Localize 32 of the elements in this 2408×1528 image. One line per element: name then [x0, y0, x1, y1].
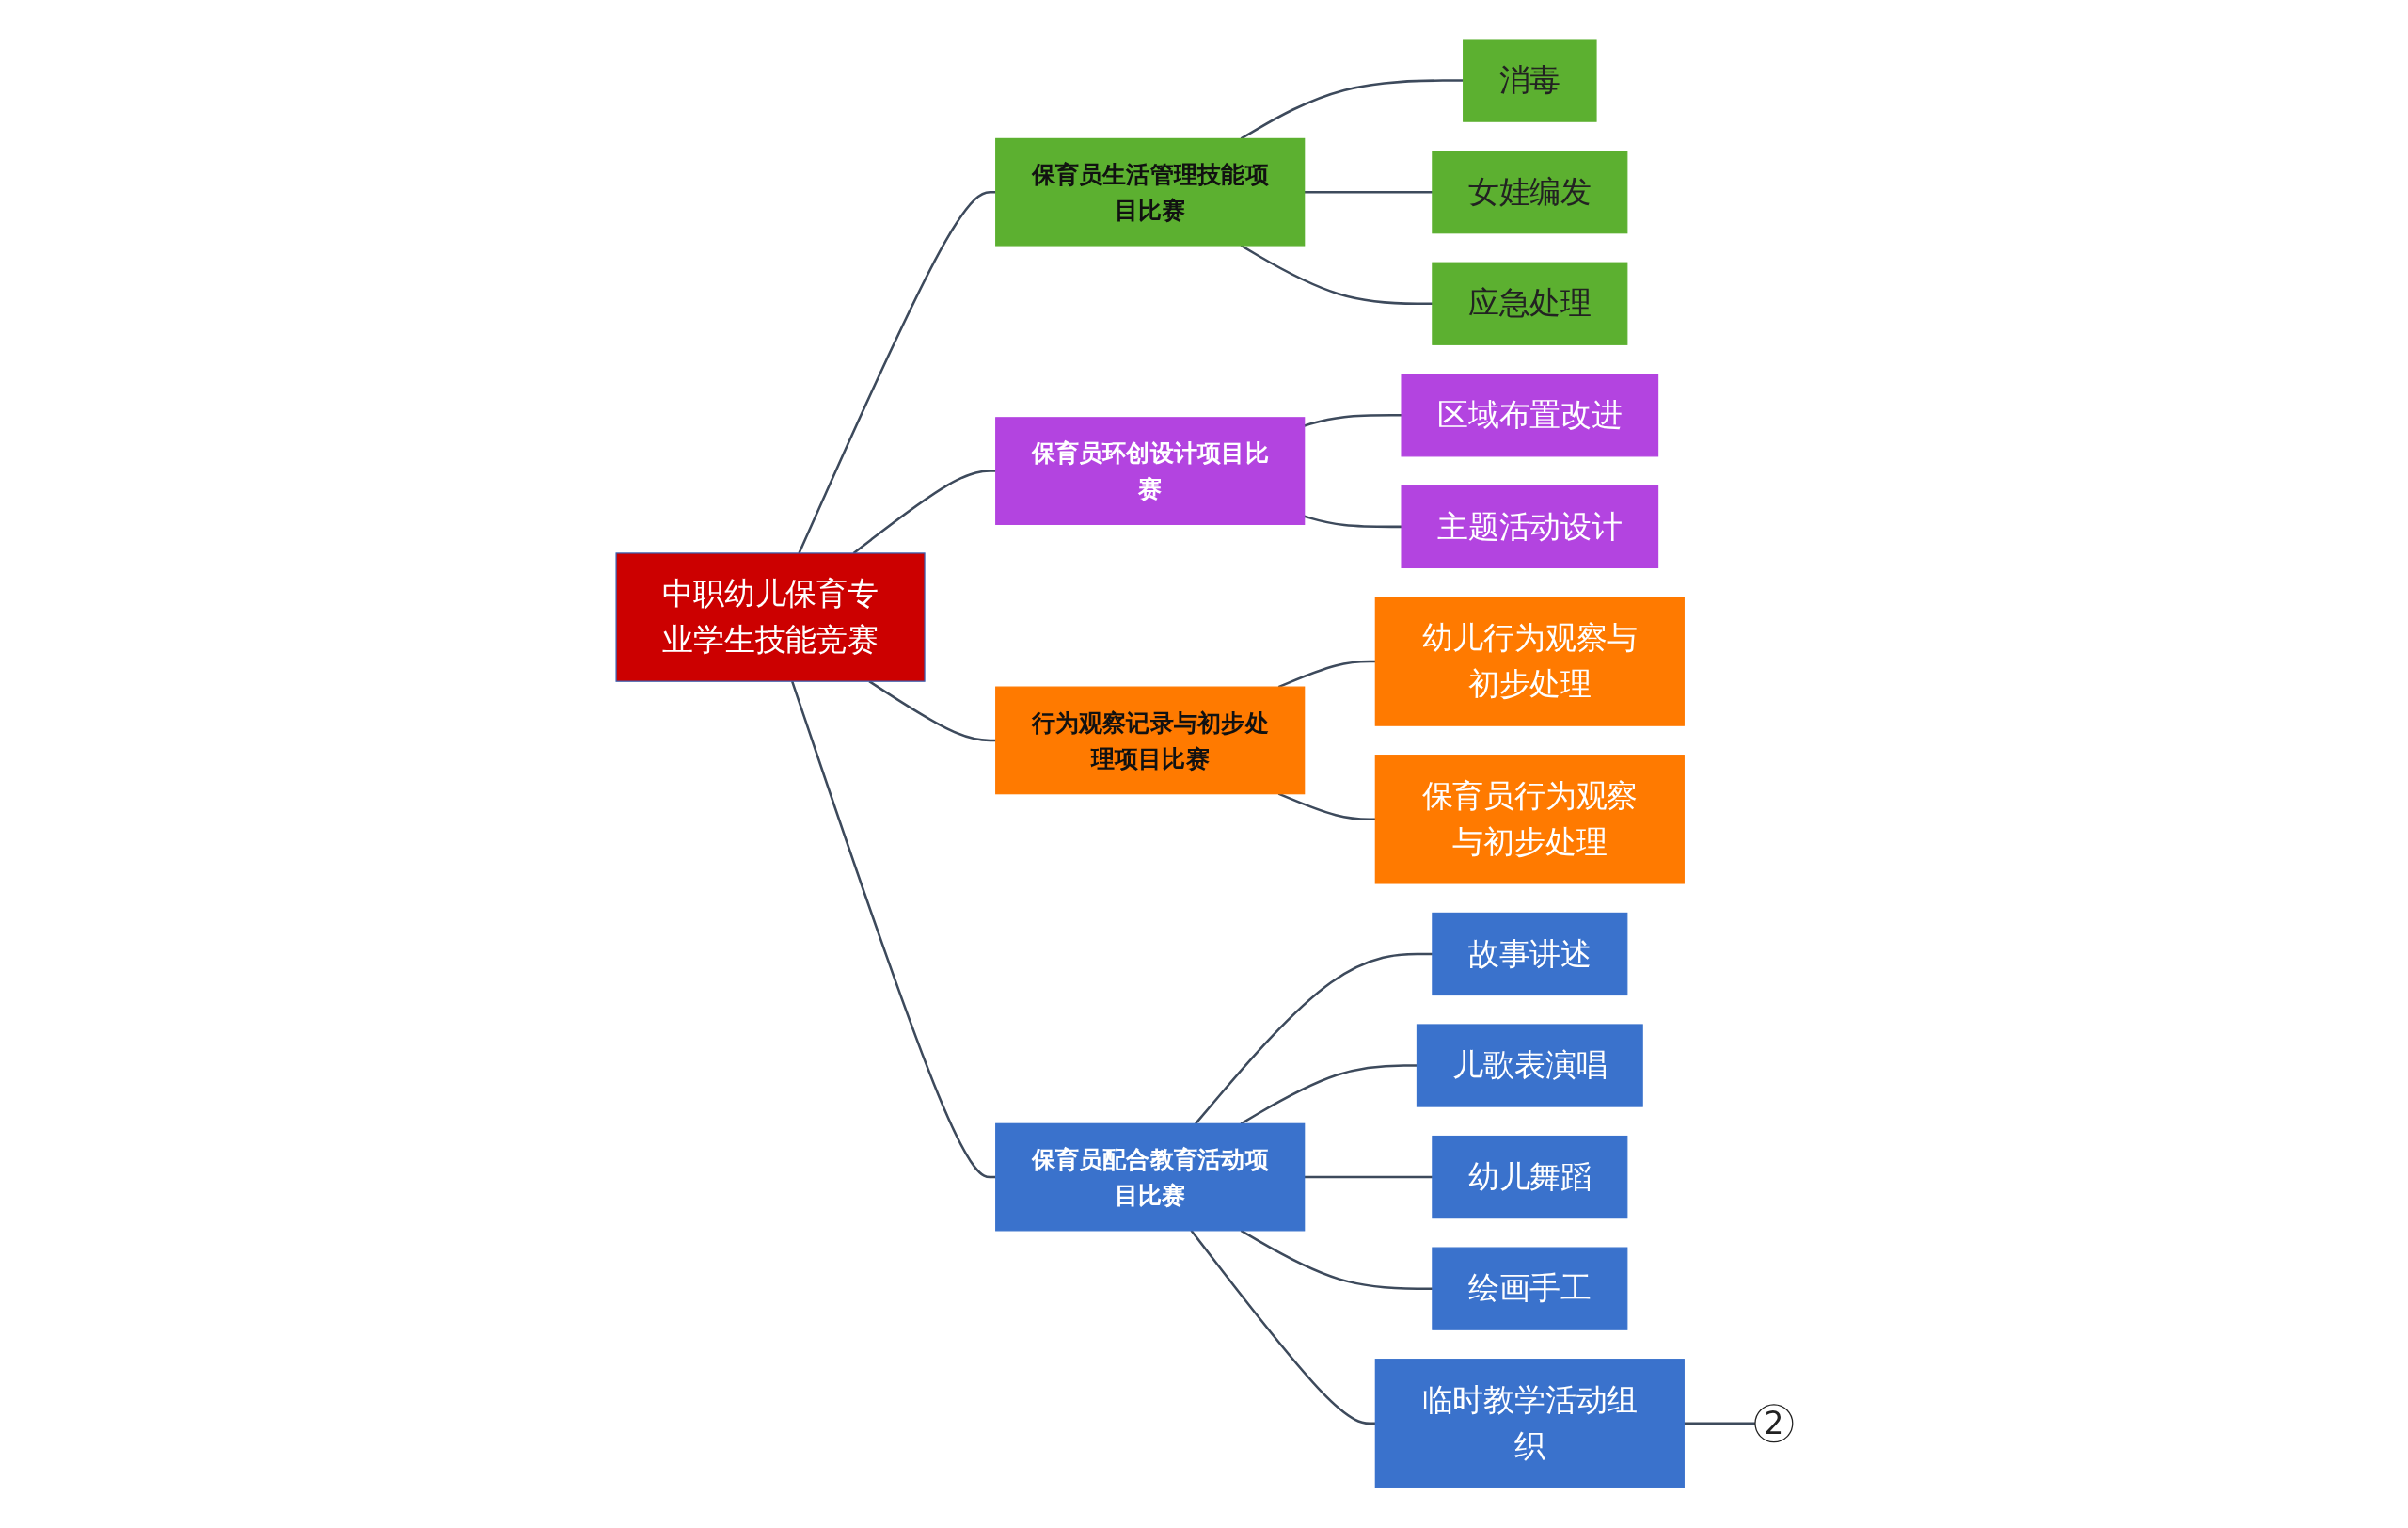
node-box: 绘画手工 — [1431, 1248, 1627, 1331]
node-box: 幼儿舞蹈 — [1431, 1136, 1627, 1219]
node-box: 女娃编发 — [1431, 151, 1627, 234]
node-box: 幼儿行为观察与初步处理 — [1374, 597, 1685, 727]
connector — [790, 681, 996, 1179]
node-box: 消毒 — [1462, 39, 1597, 123]
connector — [1240, 1230, 1433, 1291]
node-box: 主题活动设计 — [1401, 485, 1658, 569]
connector — [1194, 953, 1433, 1125]
connector — [852, 470, 996, 555]
connector — [1240, 245, 1433, 306]
connector — [868, 680, 996, 742]
connector — [1277, 661, 1375, 689]
node-box: 保育员环创设计项目比赛 — [994, 417, 1305, 526]
connector — [1240, 79, 1464, 140]
node-box: 保育员生活管理技能项目比赛 — [994, 138, 1305, 247]
connector — [1190, 1230, 1375, 1425]
node-box: 应急处理 — [1431, 263, 1627, 346]
node-box: 区域布置改进 — [1401, 374, 1658, 457]
node-box: 中职幼儿保育专业学生技能竞赛 — [615, 552, 926, 683]
node-box: 故事讲述 — [1431, 913, 1627, 996]
connector — [797, 191, 996, 554]
node-box: 临时教学活动组织 — [1374, 1359, 1685, 1489]
connector — [1304, 191, 1433, 194]
connector — [1683, 1423, 1755, 1425]
node-box: 保育员配合教育活动项目比赛 — [994, 1123, 1305, 1232]
node-circle: 2 — [1753, 1404, 1793, 1443]
node-box: 保育员行为观察与初步处理 — [1374, 755, 1685, 884]
connector — [1240, 1064, 1418, 1125]
node-box: 儿歌表演唱 — [1416, 1024, 1643, 1108]
connector — [1304, 1176, 1433, 1179]
node-box: 行为观察记录与初步处理项目比赛 — [994, 687, 1305, 795]
